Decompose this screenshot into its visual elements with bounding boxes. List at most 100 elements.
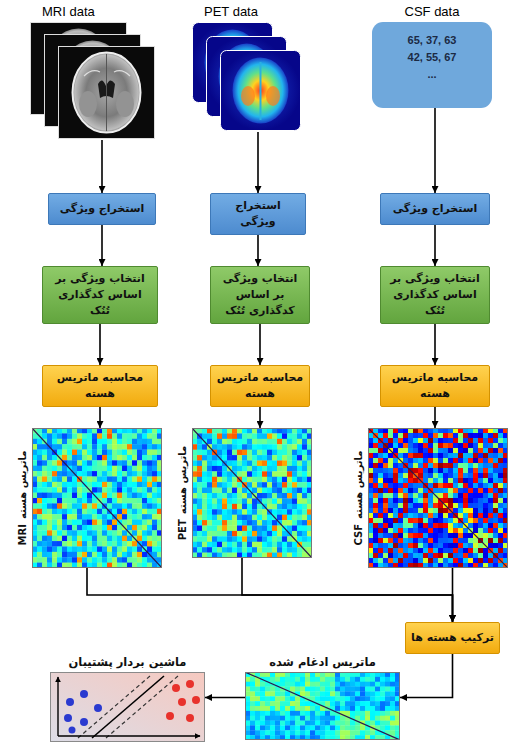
heatmap-cell	[408, 498, 413, 503]
heatmap-cell	[453, 463, 458, 468]
heatmap-cell	[62, 471, 67, 477]
heatmap-cell	[383, 473, 388, 478]
heatmap-cell	[202, 536, 207, 542]
heatmap-cell	[468, 538, 473, 543]
heatmap-cell	[413, 538, 418, 543]
heatmap-cell	[142, 444, 147, 450]
heatmap-cell	[37, 444, 42, 450]
box-label: محاسبه ماتریس هسته	[386, 370, 484, 402]
heatmap-cell	[87, 509, 92, 515]
heatmap-cell	[92, 541, 97, 547]
heatmap-cell	[277, 433, 282, 439]
heatmap-cell	[77, 530, 82, 536]
heatmap-cell	[403, 513, 408, 518]
heatmap-cell	[423, 468, 428, 473]
heatmap-cell	[212, 498, 217, 504]
heatmap-cell	[292, 482, 297, 488]
heatmap-cell	[403, 498, 408, 503]
heatmap-cell	[142, 439, 147, 445]
heatmap-cell	[72, 460, 77, 466]
heatmap-cell	[47, 503, 52, 509]
heatmap-cell	[42, 433, 47, 439]
heatmap-cell	[142, 509, 147, 515]
heatmap-cell	[438, 528, 443, 533]
heatmap-cell	[197, 466, 202, 472]
heatmap-cell	[428, 493, 433, 498]
heatmap-cell	[42, 444, 47, 450]
heatmap-cell	[458, 483, 463, 488]
heatmap-cell	[287, 520, 292, 526]
heatmap-cell	[97, 503, 102, 509]
heatmap-cell	[493, 483, 498, 488]
heatmap-cell	[423, 448, 428, 453]
heatmap-cell	[122, 498, 127, 504]
heatmap-cell	[222, 455, 227, 461]
heatmap-cell	[127, 455, 132, 461]
heatmap-cell	[137, 536, 142, 542]
heatmap-cell	[488, 468, 493, 473]
heatmap-cell	[483, 508, 488, 513]
heatmap-cell	[72, 433, 77, 439]
heatmap-cell	[257, 504, 262, 510]
heatmap-cell	[52, 498, 57, 504]
heatmap-cell	[37, 455, 42, 461]
heatmap-cell	[112, 476, 117, 482]
heatmap-cell	[97, 514, 102, 520]
heatmap-cell	[72, 498, 77, 504]
heatmap-cell	[398, 518, 403, 523]
heatmap-cell	[237, 439, 242, 445]
heatmap-cell	[483, 463, 488, 468]
heatmap-cell	[107, 557, 112, 563]
heatmap-cell	[488, 538, 493, 543]
heatmap-cell	[237, 455, 242, 461]
heatmap-cell	[272, 450, 277, 456]
heatmap-cell	[47, 466, 52, 472]
heatmap-cell	[47, 450, 52, 456]
heatmap-cell	[378, 513, 383, 518]
heatmap-cell	[453, 533, 458, 538]
heatmap-cell	[403, 493, 408, 498]
heatmap-cell	[483, 438, 488, 443]
heatmap-cell	[202, 498, 207, 504]
heatmap-cell	[287, 504, 292, 510]
heatmap-cell	[433, 473, 438, 478]
heatmap-cell	[302, 439, 307, 445]
heatmap-cell	[142, 536, 147, 542]
heatmap-cell	[458, 503, 463, 508]
heatmap-cell	[127, 433, 132, 439]
heatmap-cell	[37, 498, 42, 504]
heatmap-cell	[438, 433, 443, 438]
heatmap-cell	[453, 433, 458, 438]
heatmap-cell	[282, 482, 287, 488]
heatmap-cell	[42, 466, 47, 472]
heatmap-cell	[443, 538, 448, 543]
heatmap-cell	[222, 482, 227, 488]
heatmap-cell	[112, 460, 117, 466]
heatmap-cell	[202, 471, 207, 477]
heatmap-cell	[408, 478, 413, 483]
heatmap-cell	[122, 514, 127, 520]
heatmap-cell	[67, 525, 72, 531]
heatmap-cell	[483, 458, 488, 463]
heatmap-cell	[102, 525, 107, 531]
heatmap-cell	[418, 443, 423, 448]
heatmap-cell	[458, 443, 463, 448]
heatmap-cell	[247, 542, 252, 548]
heatmap-cell	[212, 542, 217, 548]
heatmap-cell	[373, 493, 378, 498]
heatmap-cell	[287, 461, 292, 467]
heatmap-cell	[252, 488, 257, 494]
heatmap-cell	[42, 471, 47, 477]
heatmap-cell	[117, 498, 122, 504]
heatmap-cell	[393, 538, 398, 543]
heatmap-cell	[443, 488, 448, 493]
heatmap-cell	[72, 450, 77, 456]
heatmap-cell	[438, 438, 443, 443]
heatmap-cell	[207, 515, 212, 521]
heatmap-cell	[227, 509, 232, 515]
heatmap-cell	[212, 466, 217, 472]
heatmap-cell	[453, 498, 458, 503]
heatmap-cell	[127, 525, 132, 531]
heatmap-cell	[488, 453, 493, 458]
heatmap-cell	[252, 531, 257, 537]
